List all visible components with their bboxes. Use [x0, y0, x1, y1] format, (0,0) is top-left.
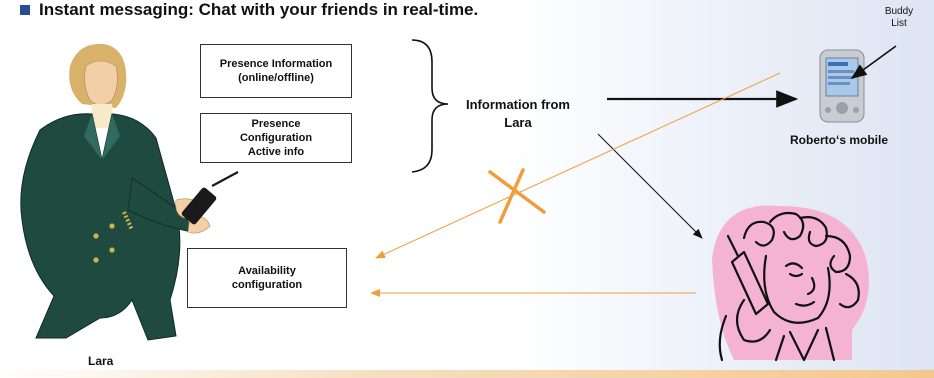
- curly-brace: [411, 39, 449, 173]
- presence-info-line1: Presence Information: [219, 58, 333, 70]
- presence-config-line3: Active info: [247, 146, 305, 158]
- availability-line1: Availability: [238, 265, 296, 277]
- info-from-line1: Information from: [466, 97, 570, 112]
- woman-on-phone-cartoon-icon: [712, 205, 869, 362]
- info-from-line2: Lara: [504, 115, 532, 130]
- availability-box: Availability configuration: [187, 248, 347, 308]
- roberto-mobile-label: Roberto‘s mobile: [790, 133, 889, 147]
- info-from-label: Information from Lara: [448, 96, 588, 132]
- buddy-list-label: Buddy List: [872, 6, 926, 30]
- presence-info-line2: (online/offline): [238, 72, 314, 84]
- presence-config-line1: Presence: [251, 118, 301, 130]
- slide-title: Instant messaging: Chat with your friend…: [20, 0, 478, 20]
- presence-config-line2: Configuration: [239, 132, 313, 144]
- pda-device-icon: [819, 49, 865, 123]
- buddy-list-pointer: [850, 45, 897, 79]
- availability-line2: configuration: [231, 279, 303, 291]
- buddy-line1: Buddy: [884, 6, 914, 17]
- bottom-strip: [0, 370, 934, 378]
- arrow-to-woman-cartoon: [597, 133, 703, 239]
- title-text: Instant messaging: Chat with your friend…: [39, 0, 479, 19]
- blocked-cross-icon: [488, 168, 546, 224]
- lara-label: Lara: [88, 354, 114, 368]
- presence-config-box: Presence Configuration Active info: [200, 113, 352, 163]
- woman-with-phone-icon: [20, 43, 239, 341]
- buddy-line2: List: [891, 18, 907, 29]
- orange-arrow-from-mobile: [375, 72, 781, 259]
- square-bullet-icon: [20, 5, 30, 15]
- presence-info-box: Presence Information (online/offline): [200, 44, 352, 98]
